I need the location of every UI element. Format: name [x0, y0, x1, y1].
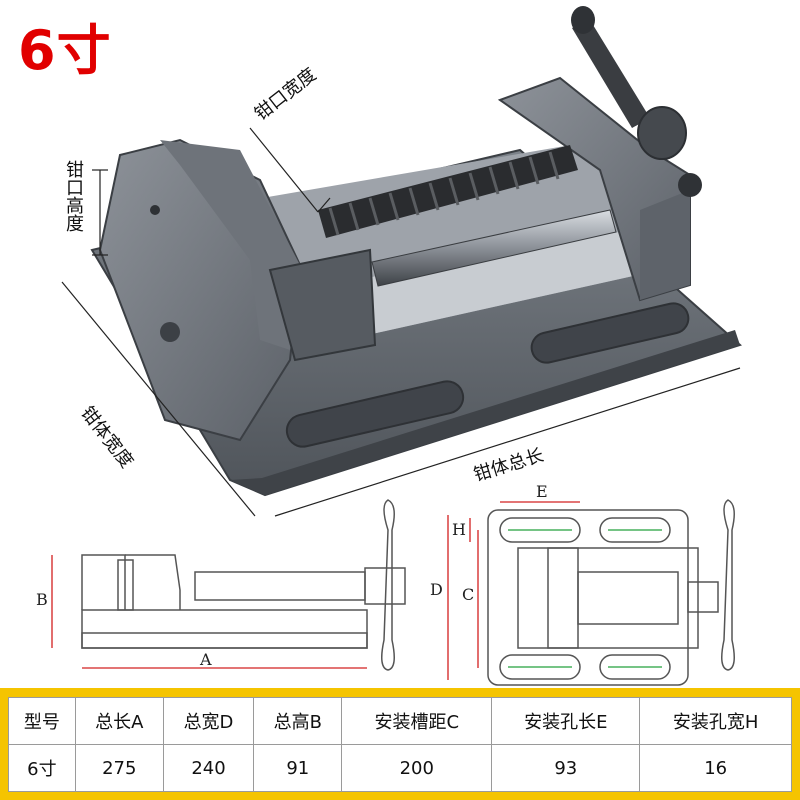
drawing-label-d: D: [430, 580, 443, 599]
page-title: 6寸: [18, 19, 112, 82]
table-cell: 200: [341, 744, 493, 792]
label-jaw-height: 钳口高度: [63, 160, 84, 232]
table-header-cell: 型号: [8, 697, 76, 745]
drawing-label-c: C: [462, 585, 474, 604]
table-cell: 16: [639, 744, 792, 792]
spec-table: 型号 总长A 总宽D 总高B 安装槽距C 安装孔长E 安装孔宽H 6寸 275 …: [8, 697, 792, 792]
table-header-cell: 总宽D: [162, 697, 255, 745]
table-cell: 6寸: [8, 744, 76, 792]
vise-handle: [571, 6, 702, 197]
drawing-label-b: B: [36, 590, 48, 609]
table-header-cell: 安装槽距C: [341, 697, 493, 745]
vise-photo: [61, 6, 742, 517]
spec-table-panel: 型号 总长A 总宽D 总高B 安装槽距C 安装孔长E 安装孔宽H 6寸 275 …: [0, 688, 800, 800]
table-cell: 91: [253, 744, 343, 792]
table-cell: 240: [162, 744, 255, 792]
table-header-cell: 总长A: [74, 697, 164, 745]
table-header-cell: 安装孔宽H: [639, 697, 792, 745]
table-cell: 275: [74, 744, 164, 792]
table-row: 6寸 275 240 91 200 93 16: [8, 744, 792, 792]
table-cell: 93: [491, 744, 641, 792]
table-header-row: 型号 总长A 总宽D 总高B 安装槽距C 安装孔长E 安装孔宽H: [8, 697, 792, 745]
vise-lead-screw: [318, 145, 578, 238]
vise-guide-rod: [371, 209, 617, 287]
drawing-label-a: A: [199, 650, 212, 669]
drawing-label-h: H: [452, 520, 466, 539]
table-header-cell: 总高B: [253, 697, 343, 745]
table-header-cell: 安装孔长E: [491, 697, 641, 745]
